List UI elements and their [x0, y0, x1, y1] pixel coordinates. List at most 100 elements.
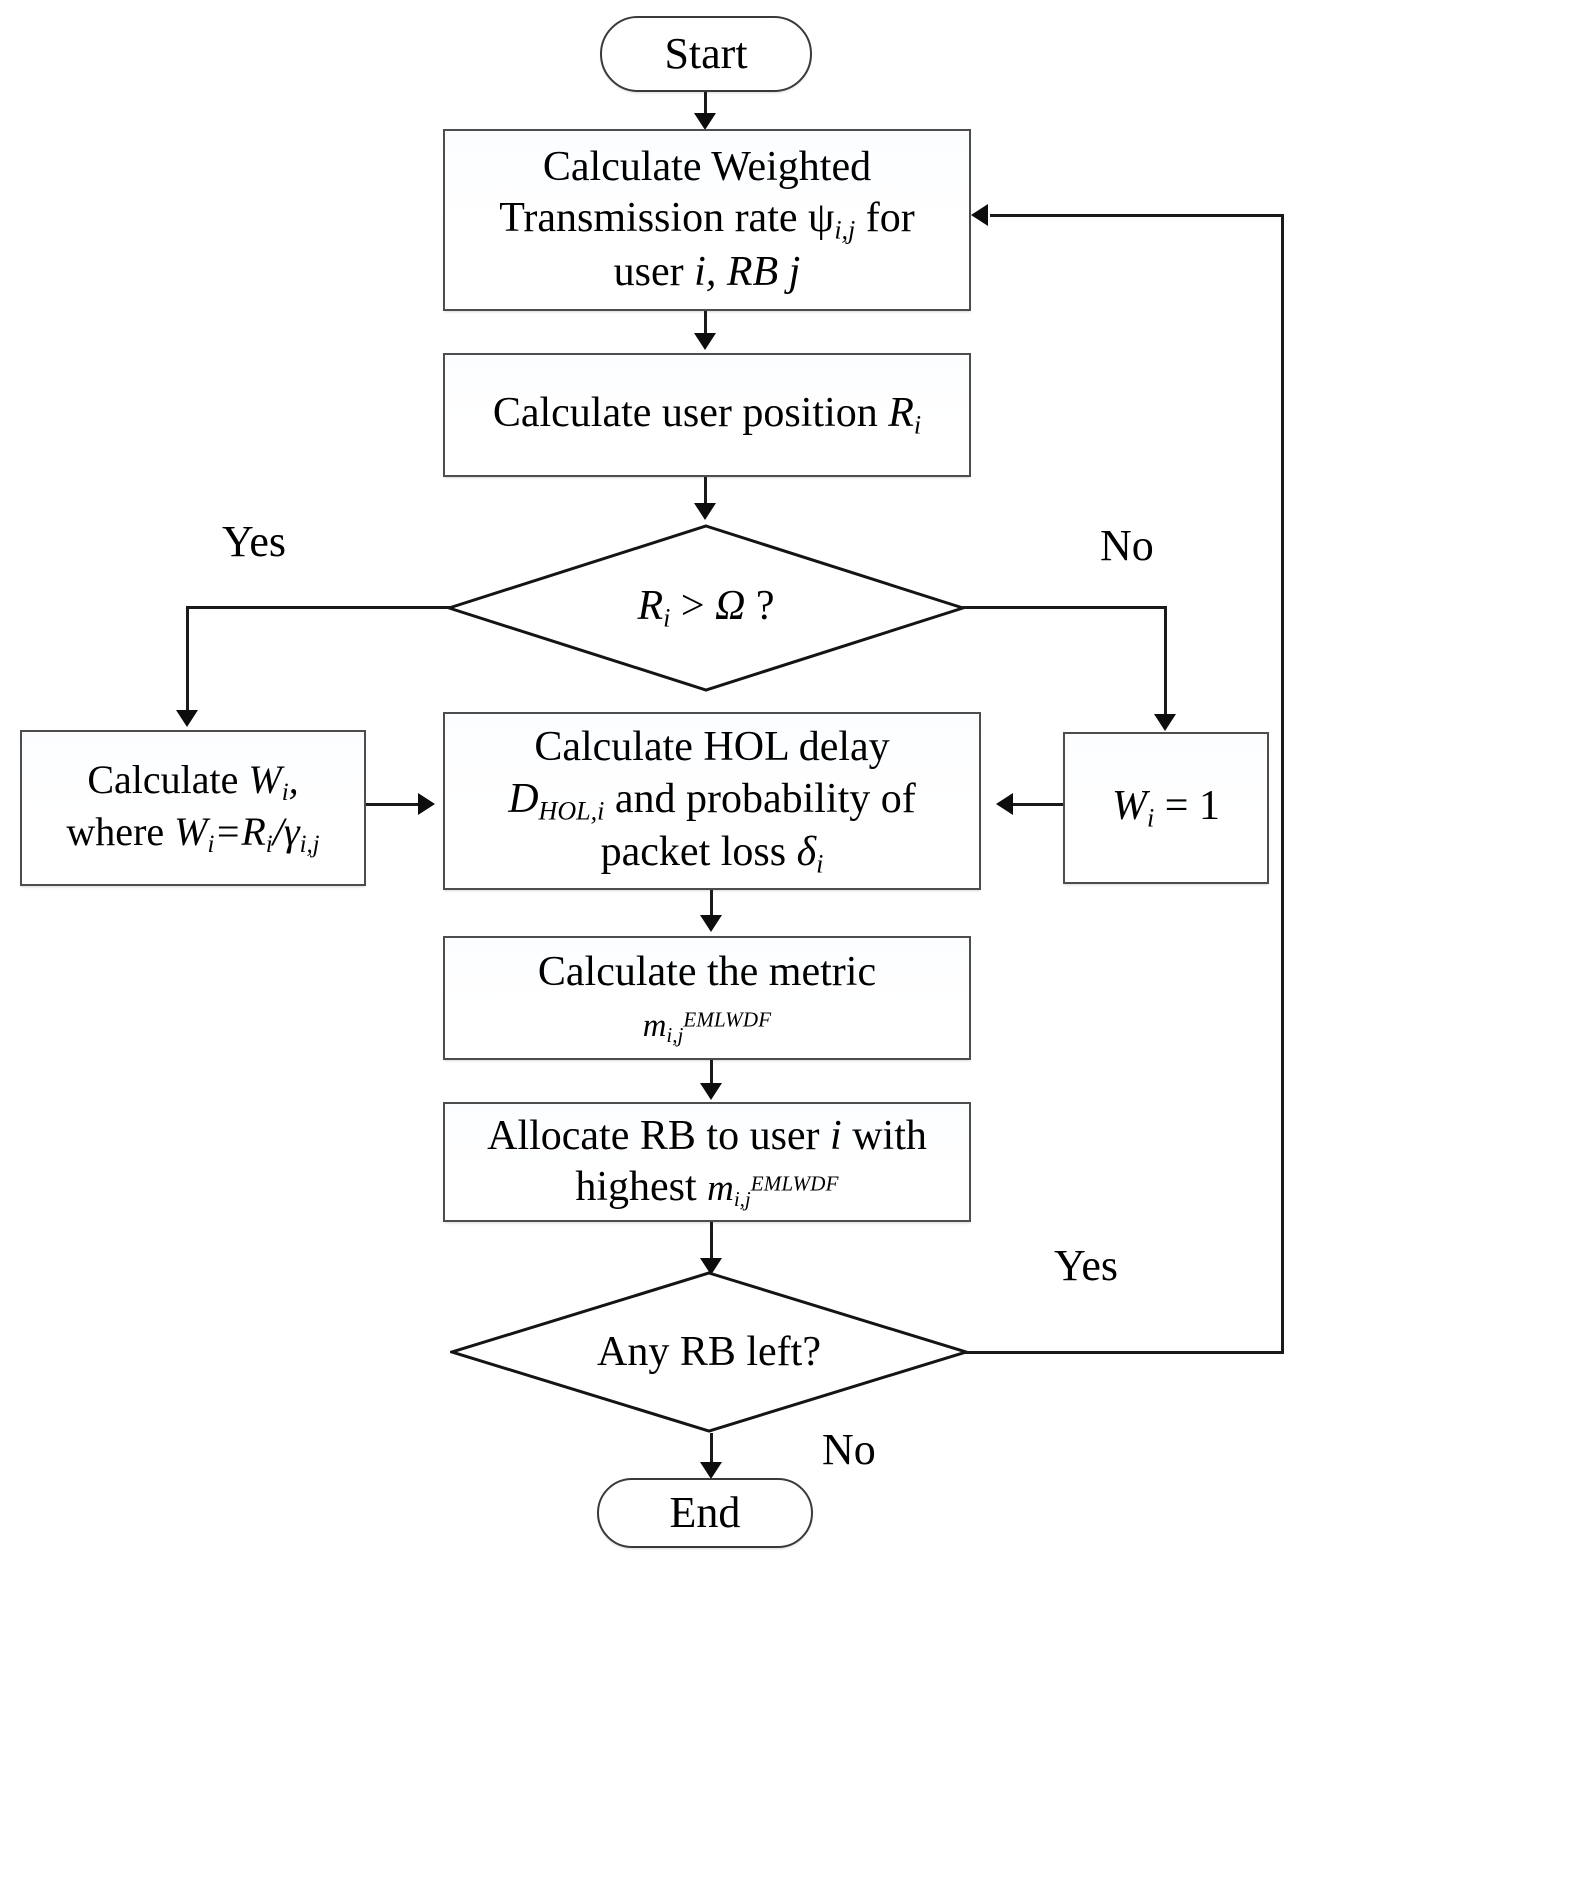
node-calculate-metric[interactable]: Calculate the metric mi,jEMLWDF — [443, 936, 971, 1060]
connector-decision-yes-vertical — [186, 606, 189, 716]
calc-position-r-symbol: R — [888, 390, 914, 437]
node-set-weight-one[interactable]: Wi = 1 — [1063, 732, 1269, 884]
node-decision-position-threshold[interactable]: Ri > Ω ? — [447, 524, 965, 692]
node-calculate-weighted-rate[interactable]: Calculate Weighted Transmission rate ψi,… — [443, 129, 971, 311]
node-calculate-user-position[interactable]: Calculate user position Ri — [443, 353, 971, 477]
allocate-line2-pre: highest — [575, 1164, 708, 1210]
calc-weight-formula-r: R — [241, 809, 266, 854]
allocate-m-superscript: EMLWDF — [750, 1171, 839, 1196]
decision-position-label: Ri > Ω ? — [447, 524, 965, 692]
calc-weight-formula-w: W — [174, 809, 208, 854]
calc-rate-psi-subscript: i,j — [834, 215, 856, 245]
arrowhead-decision-yes — [176, 710, 198, 727]
calc-rate-line3-mid: , — [705, 248, 727, 295]
allocate-user-index: i — [830, 1112, 842, 1159]
decision-question-mark: ? — [745, 583, 775, 630]
connector-start-to-calcrate — [704, 92, 707, 120]
calc-weight-slash: / — [272, 809, 284, 854]
arrowhead-decision-no — [1154, 714, 1176, 731]
allocate-m-symbol: m — [707, 1167, 734, 1208]
connector-feedback-bottom — [965, 1351, 1283, 1354]
connector-feedback-top — [990, 214, 1283, 217]
hol-line1: Calculate HOL delay — [534, 724, 890, 771]
setweight-equals-one: = 1 — [1154, 783, 1220, 830]
node-start[interactable]: Start — [600, 16, 812, 92]
allocate-line1-post: with — [841, 1112, 927, 1159]
arrowhead-feedback-into-calcrate — [971, 204, 988, 226]
calc-rate-line1: Calculate Weighted — [542, 144, 872, 191]
connector-decision-yes-horizontal — [186, 606, 450, 609]
hol-line3-pre: packet loss — [600, 828, 797, 875]
decision-omega-symbol: Ω — [715, 583, 746, 630]
hol-d-symbol: D — [508, 775, 539, 822]
calc-weight-equals: = — [214, 809, 242, 854]
connector-metric-to-allocate — [710, 1060, 713, 1088]
arrowhead-position-to-decision — [694, 503, 716, 520]
arrowhead-allocate-to-rbleft — [700, 1258, 722, 1275]
node-calculate-hol-delay[interactable]: Calculate HOL delay DHOL,i and probabili… — [443, 712, 981, 890]
connector-allocate-to-rbleft — [710, 1222, 713, 1268]
calc-weight-gamma-subscript: i,j — [299, 830, 320, 858]
connector-weight-to-hol — [366, 803, 420, 806]
arrowhead-calcrate-to-position — [694, 333, 716, 350]
metric-m-superscript: EMLWDF — [683, 1007, 772, 1032]
connector-calcrate-to-position — [704, 311, 707, 338]
node-end-label: End — [669, 1488, 741, 1538]
edge-label-no-position: No — [1100, 521, 1154, 570]
node-calculate-weight[interactable]: Calculate Wi, where Wi=Ri/γi,j — [20, 730, 366, 886]
arrowhead-weight-to-hol — [418, 793, 435, 815]
calc-rate-psi-symbol: ψ — [808, 195, 835, 242]
allocate-line1-pre: Allocate RB to user — [487, 1112, 831, 1159]
calc-rate-line3-pre: user — [613, 248, 695, 295]
calc-rate-user-index: i — [694, 248, 706, 295]
arrowhead-metric-to-allocate — [700, 1083, 722, 1100]
metric-line1: Calculate the metric — [537, 948, 877, 995]
calc-rate-rb-index: RB j — [726, 248, 801, 295]
node-calculate-weight-label: Calculate Wi, where Wi=Ri/γi,j — [22, 756, 364, 860]
decision-rbleft-shape — [450, 1271, 968, 1433]
calc-weight-line1-pre: Calculate — [87, 756, 249, 802]
node-set-weight-one-label: Wi = 1 — [1065, 781, 1267, 834]
calc-rate-line2-pre: Transmission rate — [499, 195, 809, 242]
allocate-m-subscript: i,j — [733, 1186, 751, 1211]
setweight-w-subscript: i — [1147, 803, 1155, 833]
hol-line2-post: and probability of — [604, 775, 916, 822]
hol-delta-subscript: i — [816, 848, 824, 878]
calc-weight-line2-pre: where — [66, 809, 175, 854]
connector-position-to-decision — [704, 477, 707, 507]
calc-weight-gamma-symbol: γ — [283, 809, 300, 854]
node-end[interactable]: End — [597, 1478, 813, 1548]
calc-position-r-subscript: i — [913, 410, 922, 440]
decision-operator: > — [670, 583, 716, 630]
decision-rbleft-label: Any RB left? — [597, 1329, 821, 1375]
calc-weight-w-subscript: i — [281, 778, 289, 806]
connector-hol-to-metric — [710, 890, 713, 920]
node-start-label: Start — [664, 29, 748, 79]
connector-rbleft-to-end — [710, 1433, 713, 1469]
node-calculate-weighted-rate-label: Calculate Weighted Transmission rate ψi,… — [445, 142, 969, 298]
node-calculate-hol-delay-label: Calculate HOL delay DHOL,i and probabili… — [445, 722, 979, 879]
node-calculate-metric-label: Calculate the metric mi,jEMLWDF — [445, 947, 969, 1049]
connector-decision-no-horizontal — [962, 606, 1167, 609]
decision-position-shape — [447, 524, 965, 692]
connector-feedback-vertical — [1281, 214, 1284, 1354]
node-calculate-user-position-label: Calculate user position Ri — [445, 388, 969, 441]
decision-r-symbol: R — [637, 583, 664, 630]
arrowhead-start-to-calcrate — [694, 113, 716, 130]
decision-r-subscript: i — [663, 603, 671, 633]
hol-d-subscript: HOL,i — [538, 795, 605, 825]
connector-setweight-to-hol — [1012, 803, 1064, 806]
edge-label-no-rbleft: No — [822, 1425, 876, 1474]
calc-weight-w-symbol: W — [248, 756, 282, 802]
arrowhead-setweight-to-hol — [996, 793, 1013, 815]
connector-decision-no-vertical — [1164, 606, 1167, 720]
edge-label-yes-position: Yes — [222, 517, 287, 566]
arrowhead-hol-to-metric — [700, 915, 722, 932]
node-allocate-rb[interactable]: Allocate RB to user i with highest mi,jE… — [443, 1102, 971, 1222]
node-decision-rb-left[interactable]: Any RB left? — [450, 1271, 968, 1433]
calc-weight-formula-r-sub: i — [265, 830, 273, 858]
calc-weight-formula-w-sub: i — [207, 830, 215, 858]
setweight-w-symbol: W — [1112, 783, 1148, 830]
arrowhead-rbleft-to-end — [700, 1462, 722, 1479]
